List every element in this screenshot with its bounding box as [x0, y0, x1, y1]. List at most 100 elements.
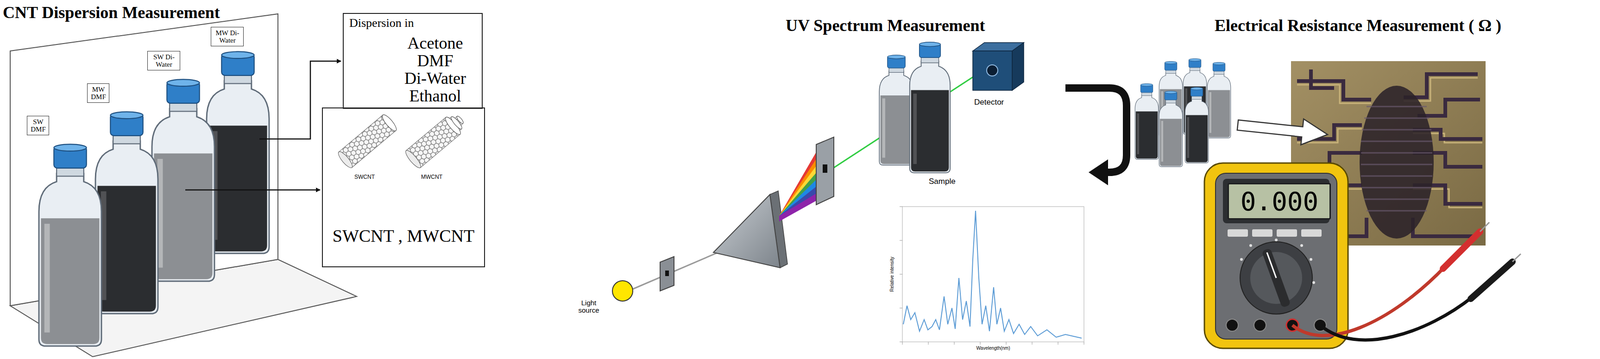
sample-bottles: [38, 144, 102, 347]
spectrum-fan: [779, 147, 819, 222]
bottle-label-text: MW DMF: [90, 85, 107, 101]
flow-arrow: [1065, 88, 1127, 186]
multimeter-display: 0.000: [1227, 182, 1331, 220]
prism: [713, 190, 788, 268]
spectrum-fan: [779, 154, 819, 222]
spectrum-fan: [779, 147, 819, 222]
display-reading: 0.000: [1230, 187, 1329, 216]
spectrum-graph: [899, 206, 1084, 345]
spectrum-graph: [1058, 341, 1059, 345]
sample-bottles: [1159, 91, 1183, 167]
electrode-chip-photo: [1361, 187, 1432, 189]
flow-arrow: [1088, 159, 1109, 186]
spectrum-graph: [899, 308, 903, 309]
sample-bottles: [95, 111, 158, 314]
multimeter: [1253, 319, 1267, 332]
multimeter: [1240, 241, 1313, 315]
spectrum-graph: [954, 341, 955, 345]
electrode-chip-photo: [1403, 74, 1478, 98]
component-label: Detector: [974, 98, 1004, 107]
multimeter: [1266, 252, 1277, 278]
slit: [660, 256, 675, 291]
sample-bottles: [1207, 62, 1231, 139]
sample-bottles: [909, 42, 951, 173]
detector: [986, 64, 998, 76]
multimeter: [1252, 229, 1273, 237]
multimeter: [1240, 258, 1243, 261]
multimeter: [1249, 244, 1253, 247]
prism: [713, 194, 781, 268]
multimeter: [1312, 281, 1316, 284]
sample-bottles: [1184, 87, 1209, 164]
electrode-chip-photo: [1310, 69, 1335, 89]
solvent-item: DMF: [392, 51, 479, 70]
spectrum-fan: [779, 162, 819, 222]
test-leads: [1292, 222, 1521, 341]
transfer-arrow: [1236, 112, 1330, 148]
sample-bottles: [38, 51, 270, 347]
flow-arrow: [1065, 88, 1127, 173]
spectrum-graph: [980, 341, 981, 345]
multimeter: [1215, 173, 1337, 340]
panel-title: CNT Dispersion Measurement: [2, 3, 221, 22]
electrode-chip-photo: [1366, 106, 1427, 108]
spectrum-fan: [779, 184, 819, 222]
axis-title: Wavelength(nm): [976, 346, 1011, 352]
panel-title: UV Spectrum Measurement: [785, 16, 986, 35]
spectrum-fan: [779, 176, 819, 222]
pointer-arrow: [185, 61, 341, 190]
spectrum-graph: [899, 206, 903, 208]
electrode-chip-photo: [1361, 129, 1432, 131]
multimeter: [1204, 163, 1349, 349]
spectrum-graph: [902, 206, 1084, 342]
multimeter: [1301, 229, 1322, 237]
spectrum-graph: [1032, 341, 1033, 345]
component-label: Light source: [574, 299, 604, 315]
test-leads: [1320, 296, 1474, 341]
bottle-label: SW DMF: [26, 115, 50, 136]
slit: [665, 270, 669, 277]
spectrum-graph: [1006, 341, 1007, 345]
sample-bottles: [151, 79, 215, 282]
nanotube-drawing: [336, 113, 399, 170]
bottle-label-text: SW Di-Water: [150, 53, 178, 69]
cnt-type-label: SWCNT: [354, 174, 375, 181]
sample-bottles: [879, 55, 914, 166]
electrode-chip-photo: [1360, 106, 1433, 211]
electrode-chip-photo: [1360, 152, 1433, 154]
electrode-chip-photo: [1364, 117, 1430, 120]
test-leads: [1480, 222, 1490, 232]
bottle-label: MW DMF: [87, 83, 110, 103]
test-leads: [1442, 231, 1481, 269]
slit: [816, 137, 834, 205]
nanotube-drawing: [403, 148, 423, 171]
spectrum-fan: [779, 169, 819, 222]
electrode-chip-photo: [1297, 81, 1372, 100]
slit: [822, 164, 828, 173]
spectrum-graph: [899, 240, 903, 241]
electrode-chip-photo: [1412, 217, 1478, 237]
display-board: [10, 13, 357, 357]
spectrum-graph: [902, 341, 903, 345]
box-heading: Dispersion in: [349, 16, 414, 30]
test-leads: [1470, 261, 1513, 299]
multimeter: [1274, 238, 1278, 242]
electrode-chip-photo: [1360, 163, 1433, 166]
multimeter: [1261, 247, 1291, 308]
pointer-arrow: [185, 189, 321, 191]
light-source: [612, 280, 633, 302]
axis-title: Relative intensity: [889, 256, 895, 292]
nanotube-drawing: [455, 115, 465, 125]
nanotube-drawing: [403, 110, 469, 170]
panel-title: Electrical Resistance Measurement ( Ω ): [1214, 16, 1502, 35]
spectrum-graph: [928, 341, 929, 345]
multimeter: [1309, 258, 1313, 261]
spectrum-graph: [903, 210, 1082, 339]
multimeter: [1226, 319, 1239, 332]
spectrum-graph: [899, 341, 903, 343]
slit: [816, 137, 834, 205]
detector: [1012, 42, 1024, 91]
electrode-chip-photo: [1360, 140, 1433, 143]
multimeter: [1250, 251, 1303, 304]
